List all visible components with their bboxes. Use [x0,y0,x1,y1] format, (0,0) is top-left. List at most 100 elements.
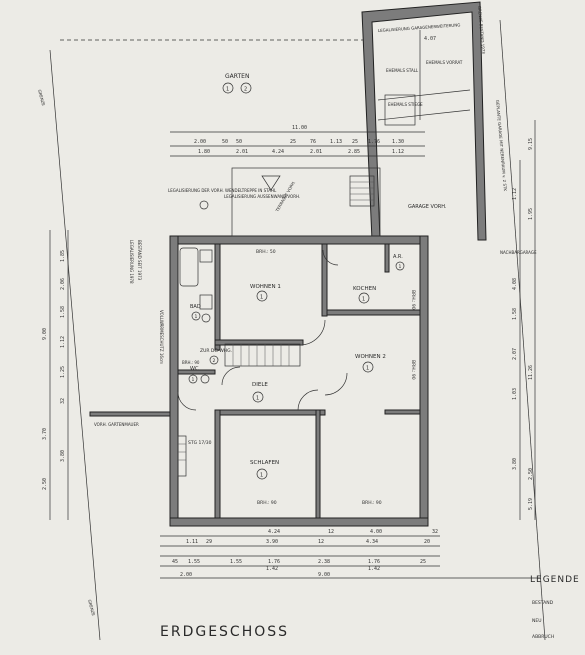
kochen-brh: BRH.: 90 [410,290,416,310]
legend-item-bestand: BESTAND [532,600,554,606]
kochen-num: 1 [362,297,365,303]
dim-bot2-2: 29 [206,539,212,545]
dim-top2-2: 2.01 [236,149,248,155]
schlafen-label: SCHLAFEN [250,460,279,466]
room-markers [188,82,405,480]
garden-wall [89,411,187,477]
dim-top-5: 76 [310,139,316,145]
dim-top-8: 1.76 [368,139,380,145]
bad-label: BAD [190,304,201,310]
dim-top-9: 1.30 [392,139,404,145]
note-legal-left-1: LEGALISIERUNG 1978 [129,240,134,284]
stg-label: STG 17/30 [188,440,212,446]
dim-left-4: 1.12 [60,336,66,348]
note-aussenwand: LEGALISIERUNG AUSSENWAND VORH. [224,194,300,199]
note-vollwaermeschutz: VOLLWÄRMESCHUTZ 16cm [159,310,164,364]
wc-brh: BRH.: 90 [182,360,200,365]
note-garagenerweiterung: LEGALISIERUNG GARAGENERWEITERUNG [378,22,461,33]
dim-garage-width: 4.07 [424,36,436,42]
dim-right-4: 2.07 [512,348,518,360]
dim-top-1: 2.00 [194,139,206,145]
bad-num: 1 [195,314,198,320]
dim-right-10: 1.95 [528,208,534,220]
house-walls [169,235,429,527]
note-wendel: LEGALISIERUNG DER VORH. WENDELTREPPE IN … [168,188,277,193]
wc-num: 1 [192,377,195,383]
diele-num: 1 [256,396,259,402]
dim-bot3-5: 2.38 [318,559,330,565]
schlafen-brh-2: BRH.: 90 [362,500,382,506]
wohnen1-brh: BRH.: 50 [256,249,276,255]
treppe-num: 2 [213,358,216,364]
dim-left-2: 2.06 [60,278,66,290]
legend-title: LEGENDE [530,575,580,585]
dim-right-9: 4.08 [512,278,518,290]
dim-right-11: 5.19 [528,498,534,510]
wc-label: WC [190,366,199,372]
dim-bot3-4: 1.76 [268,559,280,565]
dim-bot3-3: 1.55 [230,559,242,565]
dimension-texts: 11.00 2.00 50 50 25 76 1.13 25 1.76 1.30… [42,36,534,578]
dim-right-2: 9.15 [528,138,534,150]
dim-left-3: 1.58 [60,306,66,318]
garten-label: GARTEN [225,73,249,80]
dim-left-9: 2.50 [42,478,48,490]
dim-right-8: 3.80 [512,458,518,470]
dim-bot1-3: 4.00 [370,529,382,535]
dim-left-1: 1.85 [60,250,66,262]
dim-bot2-1: 1.11 [186,539,198,545]
dim-left-7: 3.70 [42,428,48,440]
dim-bot1-4: 32 [432,529,438,535]
boundary-right-top: GRENZE BESTAND 1973 [477,6,486,55]
dim-bot2-3: 3.90 [266,539,278,545]
dim-right-5: 11.26 [528,365,534,380]
garten-num-2: 2 [244,87,247,93]
wohnen1-label: WOHNEN 1 [250,284,281,290]
dim-bot2-6: 20 [424,539,430,545]
dim-right-1: 1.12 [512,188,518,200]
kochen-label: KOCHEN [353,286,376,292]
dim-bot3-2: 1.55 [188,559,200,565]
dim-bot1-1: 4.24 [268,529,280,535]
note-legal-left-2: BESTAND SEIT 1973 [137,240,142,281]
legend: LEGENDE BESTAND NEU ABBRUCH [530,575,580,640]
staircase [224,343,301,367]
bath-fixtures [179,247,213,323]
dim-bot3-7: 25 [420,559,426,565]
garten-num-1: 1 [226,87,229,93]
terrace [231,167,381,237]
dim-left-total: 9.00 [42,328,48,340]
dim-right-6: 1.03 [512,388,518,400]
dim-bot4-3: 9.00 [318,572,330,578]
ar-num: 1 [399,264,402,270]
dim-top-7: 25 [352,139,358,145]
dim-left-8: 3.80 [60,450,66,462]
dim-bot2-5: 4.34 [366,539,378,545]
ar-label: A.R. [393,254,403,260]
dim-bot4-1: 2.00 [180,572,192,578]
dim-left-5: 1.25 [60,366,66,378]
diele-label: DIELE [252,382,268,388]
dim-bot1-2: 12 [328,529,334,535]
legend-item-abbruch: ABBRUCH [532,634,554,640]
garage-label: GARAGE VORH. [408,204,447,210]
note-gartenmauer: VORH. GARTENMAUER [94,422,139,427]
legend-item-neu: NEU [532,618,542,624]
boundary-bottom: GRENZE [87,599,96,617]
dim-top2-3: 4.24 [272,149,284,155]
dim-top-3: 50 [236,139,242,145]
plan-title: ERDGESCHOSS [160,624,289,640]
wohnen2-brh: BRH.: 90 [410,360,416,380]
dimension-lines [49,120,536,567]
dim-top-4: 25 [290,139,296,145]
wohnen2-num: 1 [366,366,369,372]
dim-left-6: 32 [60,398,66,404]
wohnen2-label: WOHNEN 2 [355,354,386,360]
dim-bot4-4: 1.42 [368,566,380,572]
dim-bot2-4: 12 [318,539,324,545]
schlafen-num: 1 [260,473,263,479]
dim-right-7: 2.50 [528,468,534,480]
dim-top2-5: 2.85 [348,149,360,155]
dim-top-2: 50 [222,139,228,145]
